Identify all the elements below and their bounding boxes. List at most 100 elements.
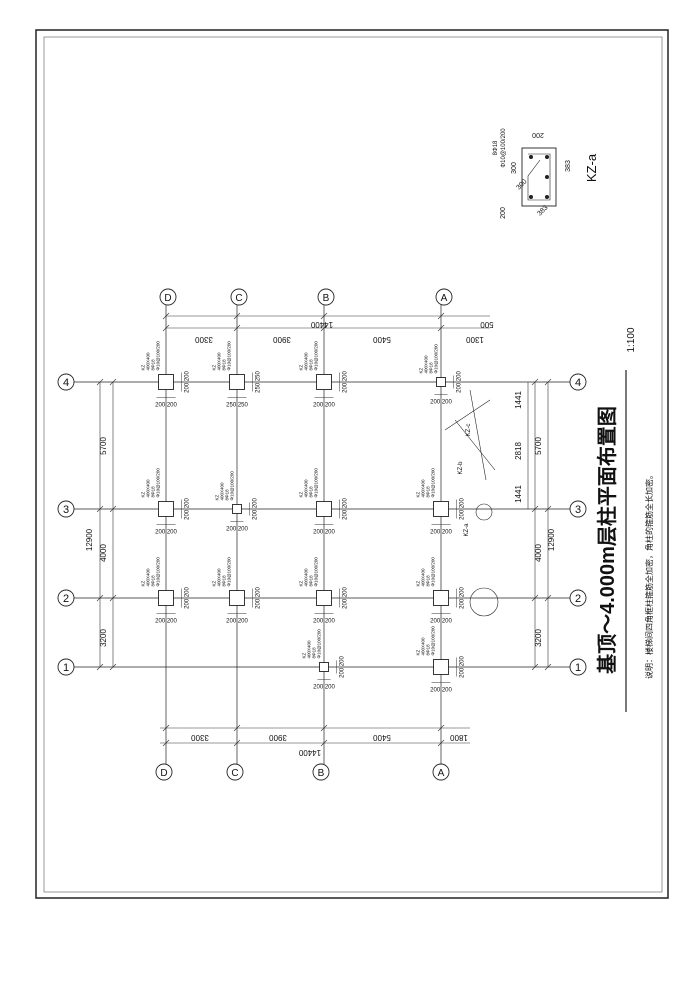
column-spec-text: Φ10@100/200: [317, 629, 322, 659]
dim-tick: [96, 505, 104, 513]
column-offset-label: 200 200: [155, 403, 177, 409]
inner-frame: [43, 36, 663, 893]
dim-tick: [531, 594, 539, 602]
column-offset-label: 200 200: [343, 498, 349, 520]
column-spec-text: Φ10@100/200: [230, 471, 235, 501]
column-spec-text: Φ10@100/200: [314, 557, 319, 587]
column-section: [232, 504, 242, 514]
dim-tick: [109, 594, 117, 602]
column-spec-text: 400X400: [304, 352, 309, 371]
column-spec-text: 8Φ18: [309, 575, 314, 587]
column-spec-text: 8Φ18: [151, 359, 156, 371]
dim-span: 3900: [269, 733, 287, 742]
axis-bubble: A: [432, 763, 450, 781]
column-offset-label: 200 200: [185, 498, 191, 520]
dim-tick: [544, 663, 552, 671]
detail-section-outline: [521, 147, 557, 207]
stair-diagonal-3: [444, 399, 491, 431]
column-spec-text: KZ: [416, 491, 421, 497]
column-offset-label: 200 200: [313, 403, 335, 409]
dim-tick: [320, 324, 328, 332]
detail-bar: [545, 175, 549, 179]
column-offset-label: 200 200: [256, 587, 262, 609]
column-spec-text: KZ: [416, 580, 421, 586]
column-spec-text: 8Φ18: [309, 359, 314, 371]
dim-tick: [162, 324, 170, 332]
dim-span: 5400: [373, 733, 391, 742]
column-section: [433, 590, 449, 606]
column-spec-text: Φ10@100/200: [434, 344, 439, 374]
dim-span: 3300: [195, 335, 213, 344]
dim-tick: [109, 663, 117, 671]
column-spec-text: KZ: [141, 580, 146, 586]
axis-bubble: 3: [57, 500, 75, 518]
axis-bubble: D: [155, 763, 173, 781]
dim-tick: [531, 378, 539, 386]
column-spec-text: 400X400: [146, 479, 151, 498]
column-spec-text: KZ: [141, 364, 146, 370]
stair-circle-small: [475, 503, 493, 521]
dim-span: 3300: [191, 733, 209, 742]
dim-tick: [162, 312, 170, 320]
column-spec-text: 400X400: [307, 640, 312, 659]
detail-bars: 8Φ18: [493, 140, 499, 155]
column-spec-text: 400X400: [217, 352, 222, 371]
column-offset-label: 200 200: [185, 587, 191, 609]
column-spec-text: Φ10@100/200: [156, 341, 161, 371]
column-spec-text: KZ: [212, 364, 217, 370]
column-section: [433, 659, 449, 675]
stair-diagonal-1: [469, 389, 487, 481]
dim-tick: [233, 739, 241, 747]
dim-span: 5400: [373, 335, 391, 344]
detail-dim: 200: [532, 131, 544, 138]
column-spec-text: KZ: [416, 649, 421, 655]
dim-tick: [544, 594, 552, 602]
drawing-note: 说明：楼梯间四角框柱箍筋全加密，角柱的箍筋全长加密。: [644, 471, 654, 679]
stair-label: KZ-c: [466, 424, 472, 437]
column-offset-label: 200 200: [343, 371, 349, 393]
dim-tick: [96, 594, 104, 602]
dim-tick: [437, 312, 445, 320]
column-section: [319, 662, 329, 672]
column-offset-label: 200 200: [460, 587, 466, 609]
column-spec-text: 8Φ18: [151, 486, 156, 498]
axis-bubble: C: [230, 288, 248, 306]
dim-tick: [96, 378, 104, 386]
stair-labels: KZ-a KZ-b KZ-c: [458, 424, 472, 537]
column-offset-label: 250 250: [226, 403, 248, 409]
axis-label: 2: [63, 593, 69, 605]
column-spec-text: 8Φ18: [312, 647, 317, 659]
column-offset-label: 200 200: [313, 685, 335, 691]
column-spec-text: Φ10@100/200: [227, 557, 232, 587]
column-offset-label: 200 200: [226, 527, 248, 533]
column-spec-text: KZ: [419, 367, 424, 373]
detail-kz-a: KZ-a 8Φ18 Φ10@100/200 300 300 383 383 20…: [493, 128, 599, 219]
stair-circle-large: [469, 587, 499, 617]
dim-tick: [437, 324, 445, 332]
dim-tick: [320, 724, 328, 732]
dim-total: 12900: [85, 528, 94, 551]
column-spec-text: 8Φ18: [222, 359, 227, 371]
column-spec-text: 400X400: [421, 637, 426, 656]
axis-label: 2: [575, 593, 581, 605]
axis-bubble: 4: [569, 373, 587, 391]
axis-label: 3: [575, 504, 581, 516]
dim-span: 5700: [534, 437, 543, 455]
column-spec-text: 8Φ18: [309, 486, 314, 498]
column-spec-text: Φ10@100/200: [431, 626, 436, 656]
stair-diagonal-2: [454, 419, 496, 471]
column-offset-label: 200 200: [185, 371, 191, 393]
column-spec-text: Φ10@100/200: [314, 468, 319, 498]
dim-tick: [531, 505, 539, 513]
stair-label: KZ-b: [458, 461, 464, 475]
column-spec-text: Φ10@100/200: [314, 341, 319, 371]
column-offset-label: 200 200: [460, 656, 466, 678]
